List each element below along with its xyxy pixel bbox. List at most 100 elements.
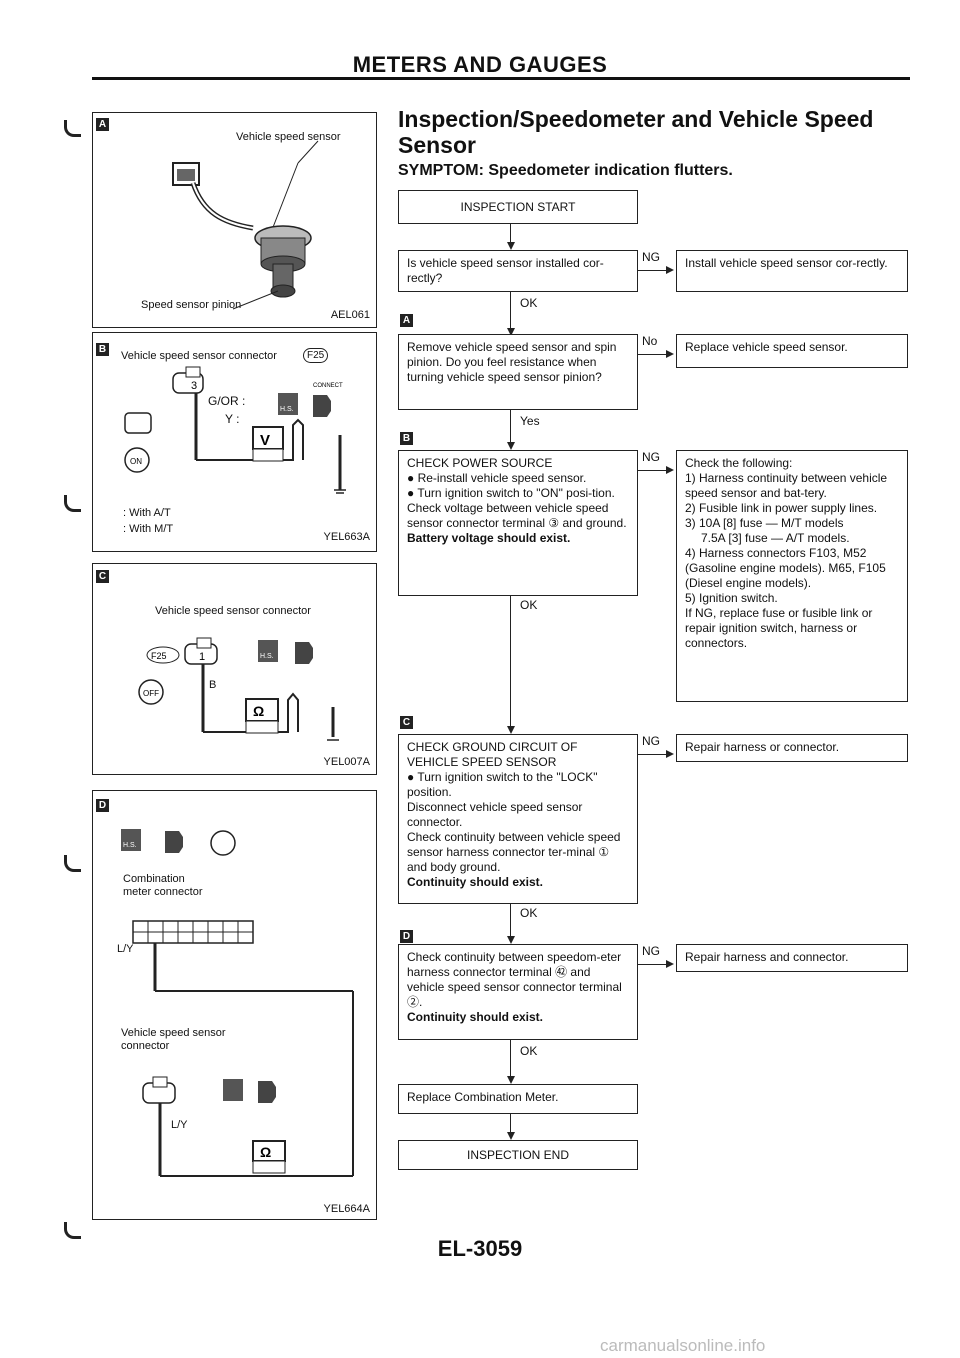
figure-code: YEL007A: [323, 756, 370, 768]
voltage-check-diagram: 3 V H.S. CONNECT ON: [124, 366, 346, 494]
q4-criteria: Continuity should exist.: [407, 875, 544, 889]
q4-title: CHECK GROUND CIRCUIT OF VEHICLE SPEED SE…: [407, 740, 578, 769]
q3-box: CHECK POWER SOURCE ● Re-install vehicle …: [398, 450, 638, 596]
ng-label: NG: [642, 734, 660, 748]
inspection-end-box: INSPECTION END: [398, 1140, 638, 1170]
arrow: [666, 350, 674, 358]
ok-label: OK: [520, 598, 538, 612]
svg-text:H.S.: H.S.: [280, 406, 294, 413]
panel-c: C Vehicle speed sensor connector F25 1 Ω…: [92, 563, 377, 775]
margin-tick: [64, 495, 81, 512]
connector-line: [638, 470, 668, 472]
r3-item-2: 2) Fusible link in power supply lines.: [685, 501, 878, 515]
panel-tag: D: [96, 799, 109, 812]
connector-line: [510, 224, 512, 244]
wire-ly: L/Y: [117, 943, 134, 955]
connector-line: [510, 410, 512, 446]
arrow: [666, 266, 674, 274]
panel-tag: B: [96, 343, 109, 356]
with-mt-note: : With M/T: [123, 523, 174, 535]
svg-text:ON: ON: [130, 457, 142, 466]
q3-text: Check voltage between vehicle speed sens…: [407, 501, 627, 530]
margin-tick: [64, 855, 81, 872]
q3-bullet-2: ● Turn ignition switch to "ON" posi-tion…: [407, 486, 615, 500]
arrow: [507, 936, 515, 944]
r5-box: Repair harness and connector.: [676, 944, 908, 972]
wire-ly-2: L/Y: [171, 1119, 188, 1131]
ok-label: OK: [520, 906, 538, 920]
q1-box: Is vehicle speed sensor installed cor-re…: [398, 250, 638, 292]
svg-text:Ω: Ω: [260, 1144, 271, 1160]
combo-label: Combination: [123, 873, 185, 885]
step-tag-a: A: [400, 314, 413, 327]
connector-line: [510, 1114, 512, 1134]
q2-box: Remove vehicle speed sensor and spin pin…: [398, 334, 638, 410]
panel-d: D H.S. Ω Combination meter connector L/Y…: [92, 790, 377, 1220]
arrow: [507, 442, 515, 450]
header-rule: [92, 77, 910, 80]
replace-meter-box: Replace Combination Meter.: [398, 1084, 638, 1114]
wire-color-y: Y :: [225, 412, 240, 426]
ng-label: NG: [642, 250, 660, 264]
svg-text:V: V: [260, 432, 270, 449]
r3-title: Check the following:: [685, 456, 793, 470]
svg-text:3: 3: [191, 380, 197, 392]
ng-label: NG: [642, 450, 660, 464]
panel-tag: C: [96, 570, 109, 583]
q5-criteria: Continuity should exist.: [407, 1010, 544, 1024]
q3-criteria: Battery voltage should exist.: [407, 531, 571, 545]
q4-text-1: Disconnect vehicle speed sensor connecto…: [407, 800, 583, 829]
q4-bullet-1: ● Turn ignition switch to the "LOCK" pos…: [407, 770, 598, 799]
combo-label-2: meter connector: [123, 886, 203, 898]
watermark: carmanualsonline.info: [600, 1336, 766, 1355]
r3-item-3b: 7.5A [3] fuse — A/T models.: [701, 531, 850, 545]
pinion-label: Speed sensor pinion: [141, 299, 242, 311]
step-tag-d: D: [400, 930, 413, 943]
panel-b: B Vehicle speed sensor connector F25 3 V…: [92, 332, 377, 552]
arrow: [507, 726, 515, 734]
arrow: [507, 328, 515, 336]
q3-title: CHECK POWER SOURCE: [407, 456, 553, 470]
connector-label: Vehicle speed sensor connector: [121, 350, 277, 362]
connector-line: [510, 292, 512, 332]
r3-item-5: 5) Ignition switch.: [685, 591, 778, 605]
q4-text-2: Check continuity between vehicle speed s…: [407, 830, 621, 874]
arrow: [666, 960, 674, 968]
r4-box: Repair harness or connector.: [676, 734, 908, 762]
vss-label-2: connector: [121, 1040, 170, 1052]
arrow: [507, 1076, 515, 1084]
wire-b: B: [209, 679, 217, 691]
arrow: [507, 1132, 515, 1140]
connector-line: [510, 1040, 512, 1080]
r3-item-1: 1) Harness continuity between vehicle sp…: [685, 471, 888, 500]
q5-box: Check continuity between speedom-eter ha…: [398, 944, 638, 1040]
svg-text:H.S.: H.S.: [123, 842, 137, 849]
svg-text:CONNECT: CONNECT: [313, 383, 343, 389]
step-tag-c: C: [400, 716, 413, 729]
q3-bullet-1: ● Re-install vehicle speed sensor.: [407, 471, 587, 485]
connector-line: [638, 754, 668, 756]
figure-code: YEL663A: [323, 531, 370, 543]
continuity-check-diagram: F25 1 Ω H.S. OFF: [138, 637, 339, 741]
arrow: [666, 750, 674, 758]
r3-item-3: 3) 10A [8] fuse — M/T models: [685, 516, 844, 530]
connector-line: [510, 596, 512, 730]
ok-label: OK: [520, 1044, 538, 1058]
with-at-note: : With A/T: [123, 507, 171, 519]
arrow: [666, 466, 674, 474]
vss-label: Vehicle speed sensor: [121, 1027, 226, 1039]
r2-box: Replace vehicle speed sensor.: [676, 334, 908, 368]
connector-line: [638, 964, 668, 966]
meter-continuity-diagram: H.S. Ω: [121, 829, 354, 1177]
yes-label: Yes: [520, 414, 540, 428]
q4-box: CHECK GROUND CIRCUIT OF VEHICLE SPEED SE…: [398, 734, 638, 904]
inspection-start-box: INSPECTION START: [398, 190, 638, 224]
figure-code: AEL061: [330, 309, 370, 321]
r3-box: Check the following: 1) Harness continui…: [676, 450, 908, 702]
ng-label: NG: [642, 944, 660, 958]
margin-tick: [64, 1222, 81, 1239]
svg-text:F25: F25: [151, 651, 167, 661]
ok-label: OK: [520, 296, 538, 310]
connector-line: [638, 270, 668, 272]
svg-text:H.S.: H.S.: [260, 653, 274, 660]
